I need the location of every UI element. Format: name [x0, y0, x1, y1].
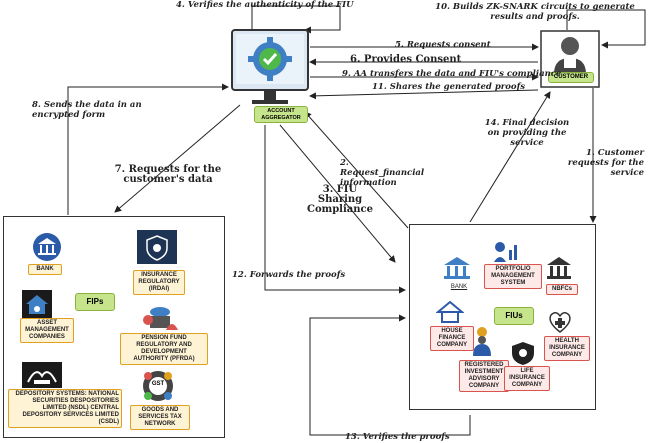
fip-bank-label: BANK: [28, 264, 62, 275]
step-8-label: 8. Sends the data in an encrypted form: [32, 100, 142, 120]
step-10-text: 10. Builds ZK-SNARK circuits to generate…: [435, 2, 635, 22]
arrow-step-2: [304, 111, 409, 229]
step-7-text: 7. Requests for the customer's data: [114, 164, 222, 185]
gst-icon-text: GST: [151, 381, 165, 387]
arrow-step-13: [309, 314, 471, 436]
fiu-nbfcs-label: NBFCs: [546, 284, 578, 295]
fiu-housing-label: HOUSE FINANCE COMPANY: [430, 326, 474, 351]
step-12-label: 12. Forwards the proofs: [232, 270, 346, 280]
fip-depository-label: DEPOSITORY SYSTEMS: NATIONAL SECURITIES …: [8, 389, 122, 428]
account-aggregator-node: ACCOUNT AGGREGATOR: [230, 28, 310, 124]
fip-amc-label: ASSET MANAGEMENT COMPANIES: [20, 318, 74, 343]
customer-label: CUSTOMER: [548, 72, 594, 83]
arrow-step-4: [251, 5, 341, 34]
fiu-ria-label: REGISTERED INVESTMENT ADVISORY COMPANY: [459, 360, 509, 392]
customer-node: CUSTOMER: [540, 30, 600, 88]
step-1-label: 1. Customer requests for the service: [544, 148, 644, 178]
step-14-label: 14. Final decision on providing the serv…: [482, 118, 572, 148]
step-6-label: 6. Provides Consent: [350, 54, 462, 65]
account-aggregator-label: ACCOUNT AGGREGATOR: [254, 106, 308, 123]
fip-gst-label: GOODS AND SERVICES TAX NETWORK: [130, 405, 190, 430]
step-3-text: 3. FIU Sharing Compliance: [306, 184, 373, 215]
step-2-label: 2. Request_financial information: [340, 158, 424, 188]
monitor-icon: [231, 29, 309, 104]
fip-irdai-label: INSURANCE REGULATORY (IRDAI): [133, 270, 185, 295]
step-13-label: 13. Verifies the proofs: [345, 432, 450, 442]
step-9-label: 9. AA transfers the data and FIU's compl…: [342, 69, 562, 79]
fiu-health-label: HEALTH INSURANCE COMPANY: [544, 336, 590, 361]
step-8-text: 8. Sends the data in an encrypted form: [32, 100, 142, 120]
step-7-label: 7. Requests for the customer's data: [112, 165, 224, 185]
fiu-bank-label: BANK: [450, 284, 468, 290]
step-4-label: 4. Verifies the authenticity of the FIU: [176, 0, 354, 10]
step-1-text: 1. Customer requests for the service: [567, 148, 644, 178]
arrow-step-3: [279, 124, 396, 263]
step-14-text: 14. Final decision on providing the serv…: [484, 118, 570, 148]
fiu-pms-label: PORTFOLIO MANAGEMENT SYSTEM: [484, 264, 542, 289]
step-5-label: 5. Requests consent: [395, 40, 491, 50]
step-2-text: 2. Request_financial information: [340, 158, 425, 188]
arrow-step-7: [114, 104, 241, 213]
fip-pfrda-label: PENSION FUND REGULATORY AND DEVELOPMENT …: [120, 333, 208, 365]
arrow-step-10: [566, 9, 646, 49]
arrow-step-8: [67, 83, 229, 215]
arrow-step-12: [264, 125, 406, 294]
arrow-step-11: [309, 89, 539, 100]
fips-label: FIPs: [75, 293, 115, 311]
fiu-life-label: LIFE INSURANCE COMPANY: [504, 366, 550, 391]
step-10-label: 10. Builds ZK-SNARK circuits to generate…: [420, 2, 650, 22]
step-3-label: 3. FIU Sharing Compliance: [306, 185, 374, 215]
step-11-label: 11. Shares the generated proofs: [372, 82, 526, 92]
fius-label: FIUs: [494, 307, 534, 325]
arrow-step-14: [469, 91, 551, 223]
